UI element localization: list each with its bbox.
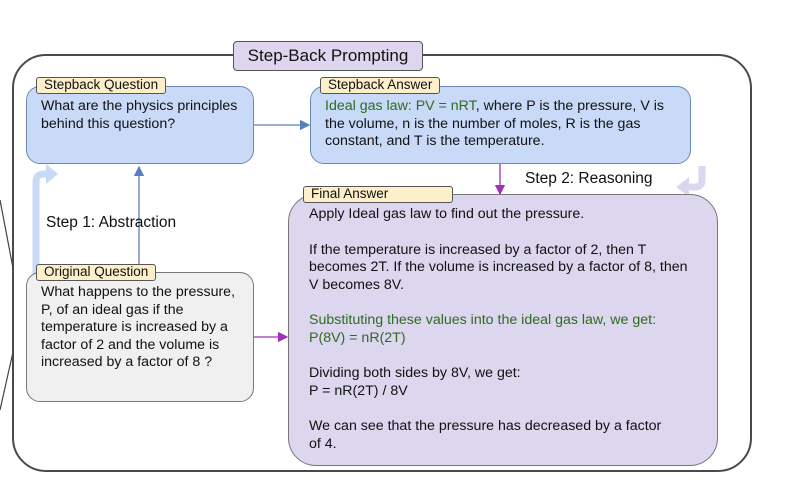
stepback-question-text: What are the physics principles behind t… xyxy=(41,98,238,132)
final-answer-para4a: Dividing both sides by 8V, we get: xyxy=(309,365,521,381)
final-answer-para4b: P = nR(2T) / 8V xyxy=(309,382,408,399)
step2-curved-arrow xyxy=(688,166,706,191)
stepback-answer-content: Ideal gas law: PV = nRT, where P is the … xyxy=(325,98,676,151)
step2-curved-arrowhead xyxy=(676,177,689,197)
original-question-text: What happens to the pressure, P, of an i… xyxy=(41,284,236,370)
stepback-question-label: Stepback Question xyxy=(36,77,167,94)
final-answer-box: Apply Ideal gas law to find out the pres… xyxy=(288,194,718,466)
final-answer-para5: We can see that the pressure has decreas… xyxy=(309,418,662,452)
left-edge-line xyxy=(0,351,14,411)
step2-label: Step 2: Reasoning xyxy=(525,170,653,187)
stepback-answer-box: Ideal gas law: PV = nRT, where P is the … xyxy=(310,86,691,164)
stepback-answer-text: , where P is the pressure, V is the volu… xyxy=(325,98,664,149)
final-answer-para3b: P(8V) = nR(2T) xyxy=(309,329,406,346)
final-answer-line1: Apply Ideal gas law to find out the pres… xyxy=(309,206,585,222)
diagram-title: Step-Back Prompting xyxy=(233,41,423,71)
step1-curved-arrow xyxy=(32,170,47,300)
final-answer-label: Final Answer xyxy=(303,186,453,203)
ideal-gas-law-highlight: Ideal gas law: PV = nRT xyxy=(325,98,476,114)
original-question-label: Original Question xyxy=(36,264,157,281)
step1-label: Step 1: Abstraction xyxy=(46,214,177,231)
original-question-box: What happens to the pressure, P, of an i… xyxy=(26,272,254,402)
stepback-question-box: What are the physics principles behind t… xyxy=(26,86,254,164)
step1-curved-arrowhead xyxy=(46,164,58,184)
final-answer-para3a: Substituting these values into the ideal… xyxy=(309,312,657,328)
stepback-answer-label: Stepback Answer xyxy=(320,77,441,94)
final-answer-para2: If the temperature is increased by a fac… xyxy=(309,241,688,293)
left-edge-line xyxy=(0,199,14,269)
